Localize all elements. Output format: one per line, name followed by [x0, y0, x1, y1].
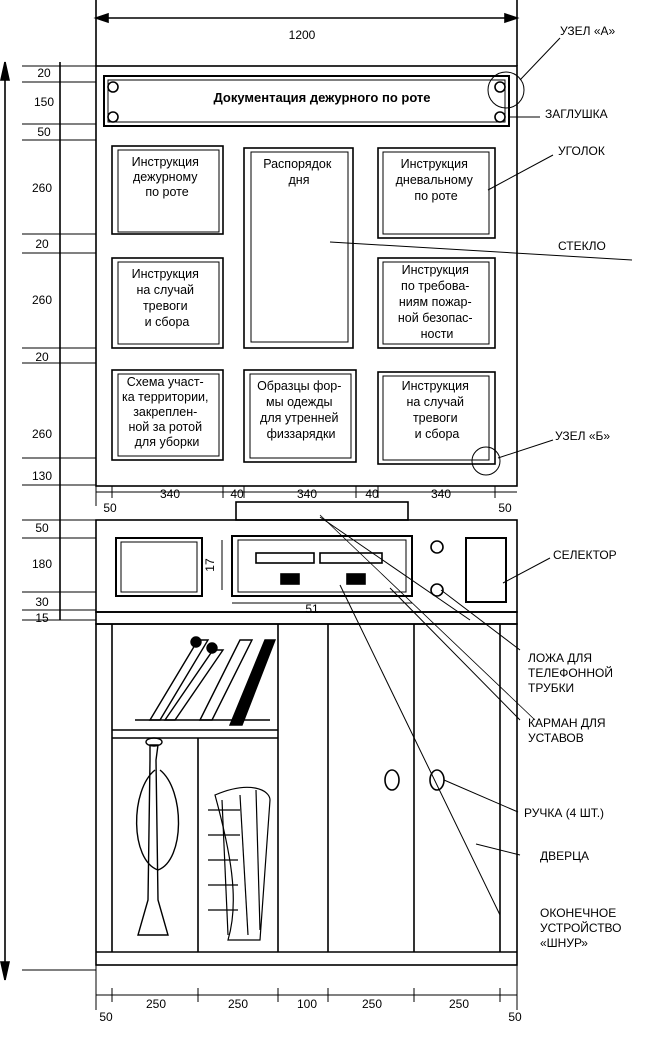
callout-ugolok: УГОЛОК	[558, 144, 605, 158]
dim-mid-3: 340	[297, 487, 317, 501]
bottom-dimension: 50 250 250 100 250 250 50	[95, 965, 522, 1024]
dim-mid-0: 50	[103, 501, 117, 515]
callout-karman: КАРМАН ДЛЯ УСТАВОВ	[528, 716, 609, 745]
dim-bot-6: 50	[508, 1010, 522, 1024]
control-section: 17 51	[95, 501, 518, 625]
dim-51: 51	[305, 602, 319, 616]
dim-bot-3: 100	[297, 997, 317, 1011]
dim-mid-2: 40	[230, 487, 244, 501]
callout-selektor: СЕЛЕКТОР	[553, 548, 617, 562]
dim-mid-6: 50	[498, 501, 512, 515]
dim-mid-4: 40	[365, 487, 379, 501]
dim-left-6: 20	[35, 350, 49, 364]
panel-1-text: Распорядок дня	[263, 157, 335, 187]
dim-left-8: 130	[32, 469, 52, 483]
callout-zaglushka: ЗАГЛУШКА	[545, 107, 608, 121]
dim-17: 17	[203, 558, 217, 572]
callout-lozha: ЛОЖА ДЛЯ ТЕЛЕФОННОЙ ТРУБКИ	[528, 651, 616, 695]
dim-left-10: 180	[32, 557, 52, 571]
panel-3-text: Инструкция на случай тревоги и сбора	[132, 267, 203, 329]
dim-width-top: 1200	[289, 28, 316, 42]
dim-bot-5: 250	[449, 997, 469, 1011]
dim-left-3: 260	[32, 181, 52, 195]
callout-uzel-b: УЗЕЛ «Б»	[555, 429, 610, 443]
panel-7-text: Инструкция на случай тревоги и сбора	[402, 379, 473, 441]
top-dimension: 1200	[93, 0, 520, 66]
dim-left-4: 20	[35, 237, 49, 251]
left-dimension: 20 150 50 260 20 260 20 260 130 50 180 3…	[0, 61, 96, 981]
dim-bot-2: 250	[228, 997, 248, 1011]
dim-left-12: 15	[35, 611, 49, 625]
board-title: Документация дежурного по роте	[213, 90, 430, 105]
panel-0-text: Инструкция дежурному по роте	[132, 155, 203, 199]
callout-ruchka: РУЧКА (4 ШТ.)	[524, 806, 604, 820]
middle-dimension: 50 340 40 340 40 340 50	[95, 486, 517, 515]
dim-left-7: 260	[32, 427, 52, 441]
callout-okonechnoe: ОКОНЕЧНОЕ УСТРОЙСТВО «ШНУР»	[540, 906, 625, 950]
panels: Инструкция дежурному по роте Распорядок …	[111, 145, 496, 465]
lower-cabinet	[95, 623, 518, 966]
dim-left-9: 50	[35, 521, 49, 535]
callout-dvertsa: ДВЕРЦА	[540, 849, 589, 863]
dim-bot-4: 250	[362, 997, 382, 1011]
dim-bot-0: 50	[99, 1010, 113, 1024]
upper-board: Документация дежурного по роте	[95, 65, 518, 487]
callout-markers	[319, 37, 561, 916]
dim-left-5: 260	[32, 293, 52, 307]
callout-steklo: СТЕКЛО	[558, 239, 606, 253]
dim-mid-5: 340	[431, 487, 451, 501]
callout-uzel-a: УЗЕЛ «А»	[560, 24, 615, 38]
dim-left-2: 50	[37, 125, 51, 139]
dim-left-0: 20	[37, 66, 51, 80]
dim-mid-1: 340	[160, 487, 180, 501]
dim-bot-1: 250	[146, 997, 166, 1011]
panel-6-text: Образцы фор- мы одежды для утренней физз…	[257, 379, 345, 441]
dim-left-1: 150	[34, 95, 54, 109]
panel-4-text: Инструкция по требова- ниям пожар- ной б…	[398, 263, 476, 341]
panel-2-text: Инструкция дневальному по роте	[396, 157, 477, 203]
panel-5-text: Схема участ- ка территории, закреплен- н…	[122, 375, 212, 449]
dim-left-11: 30	[35, 595, 49, 609]
